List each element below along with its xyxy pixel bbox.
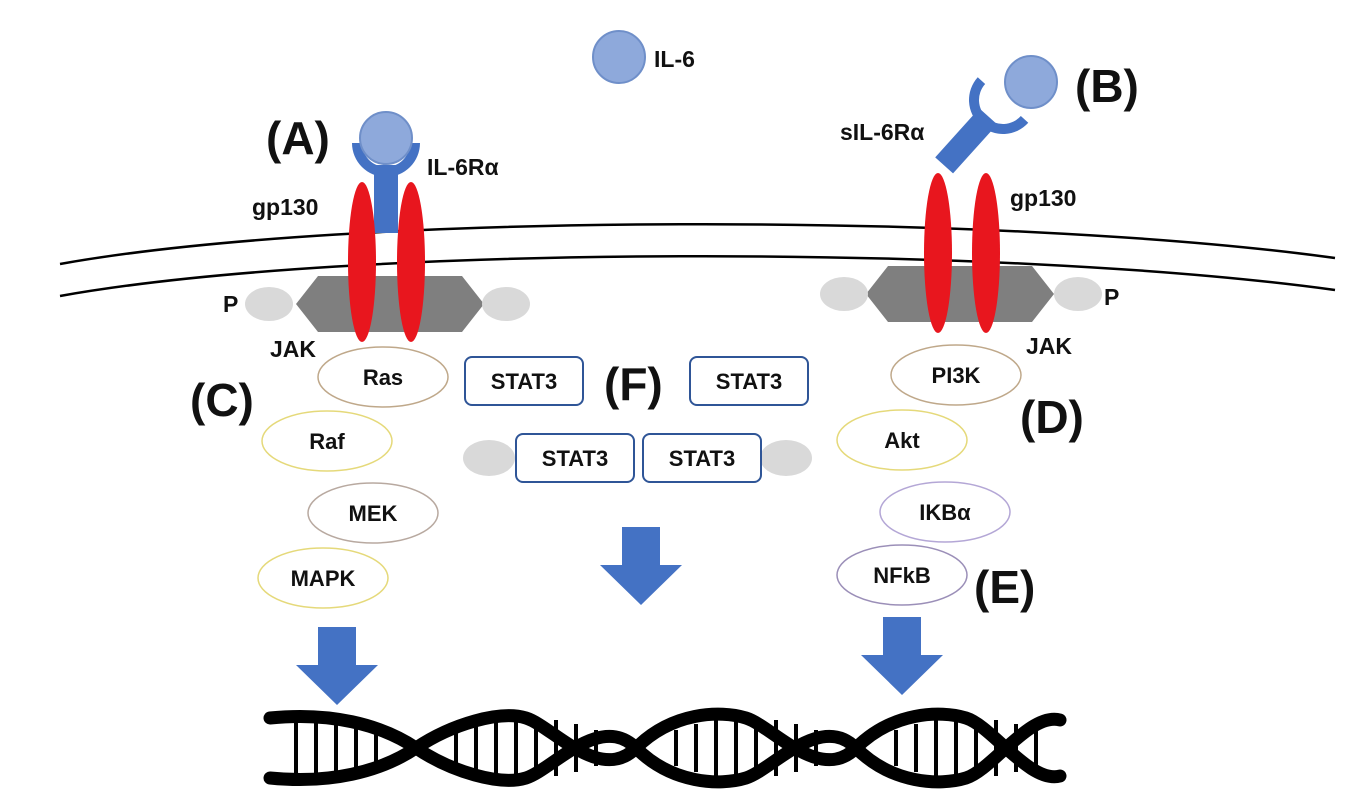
bound-il6-ligand	[359, 111, 413, 165]
ras-node	[317, 346, 449, 408]
ikb-alpha-label: IKBα	[919, 500, 971, 525]
raf-label: Raf	[309, 429, 345, 454]
left-gp130-chain-1	[348, 182, 376, 342]
ras-label: Ras	[363, 365, 403, 390]
nfkb-node	[836, 544, 968, 606]
stat3-monomer-right	[689, 356, 809, 406]
left-phospho-group-right	[482, 287, 530, 321]
dna-strand-2	[263, 707, 1067, 787]
pi3k-node	[890, 344, 1022, 406]
panel-label-c: (C)	[190, 374, 254, 426]
dna-helix	[263, 707, 1067, 789]
sil6r-alpha-label: sIL-6Rα	[840, 119, 924, 145]
panel-label-e: (E)	[974, 561, 1035, 613]
panel-label-b: (B)	[1075, 60, 1139, 112]
cell-membrane	[59, 222, 1336, 298]
stat3-monomer-right-label: STAT3	[716, 369, 782, 394]
stat3-dimer-right	[642, 433, 762, 483]
right-phospho-group-left	[820, 277, 868, 311]
stat3-dimer-right-label: STAT3	[669, 446, 735, 471]
il6-ligand-shape	[592, 30, 646, 84]
mek-node	[307, 482, 439, 544]
stat3-pathway: STAT3 (F) STAT3 STAT3 STAT3	[463, 356, 812, 605]
right-jak-label: JAK	[1026, 333, 1072, 359]
sil6r-alpha-cup	[969, 77, 1029, 134]
right-phospho-label: P	[1104, 284, 1119, 310]
dna-strand-1	[263, 709, 1067, 789]
left-phospho-group-left	[245, 287, 293, 321]
stat3-dimer-left	[515, 433, 635, 483]
stat3-monomer-left	[464, 356, 584, 406]
left-jak-kinase	[296, 276, 484, 332]
right-gp130-label: gp130	[1010, 185, 1076, 211]
pi3k-label: PI3K	[932, 363, 981, 388]
soluble-il6r-alpha	[935, 77, 1029, 174]
right-jak-kinase	[866, 266, 1054, 322]
il6-label: IL-6	[654, 46, 695, 72]
stat3-monomer-left-label: STAT3	[491, 369, 557, 394]
pi3k-pathway: PI3K (D) Akt IKBα	[836, 344, 1084, 543]
raf-node	[261, 410, 393, 472]
right-receptor-complex: (B) sIL-6Rα gp130 P JAK	[820, 55, 1139, 359]
ikb-alpha-node	[879, 481, 1011, 543]
stat3-dimer-phospho-right	[760, 440, 812, 476]
stat3-down-arrow	[600, 527, 682, 605]
right-gp130-chain-1	[924, 173, 952, 333]
free-ligand: IL-6	[592, 30, 695, 84]
membrane-inner-line	[59, 254, 1336, 298]
left-gp130-label: gp130	[252, 194, 318, 220]
il6r-alpha-cup	[352, 143, 420, 177]
mapk-down-arrow	[296, 627, 378, 705]
panel-label-d: (D)	[1020, 391, 1084, 443]
panel-label-a: (A)	[266, 112, 330, 164]
panel-label-f: (F)	[604, 358, 663, 410]
akt-label: Akt	[884, 428, 920, 453]
stat3-dimer-left-label: STAT3	[542, 446, 608, 471]
left-jak-label: JAK	[270, 336, 316, 362]
soluble-bound-il6-ligand	[1004, 55, 1058, 109]
nfkb-down-arrow	[861, 617, 943, 695]
mapk-pathway: (C) Ras Raf MEK MAPK	[190, 346, 449, 705]
right-phospho-group-right	[1054, 277, 1102, 311]
left-phospho-label: P	[223, 291, 238, 317]
mek-label: MEK	[349, 501, 398, 526]
akt-node	[836, 409, 968, 471]
right-gp130-chain-2	[972, 173, 1000, 333]
sil6r-alpha-stem	[935, 108, 998, 174]
stat3-dimer-phospho-left	[463, 440, 515, 476]
left-gp130-chain-2	[397, 182, 425, 342]
mapk-label: MAPK	[291, 566, 356, 591]
nfkb-label: NFkB	[873, 563, 930, 588]
membrane-outer-line	[59, 222, 1336, 266]
nfkb-block: NFkB (E)	[836, 544, 1035, 695]
il6r-alpha-label: IL-6Rα	[427, 154, 499, 180]
left-receptor-complex: (A) IL-6Rα gp130 P JAK	[223, 111, 530, 362]
mapk-node	[257, 547, 389, 609]
